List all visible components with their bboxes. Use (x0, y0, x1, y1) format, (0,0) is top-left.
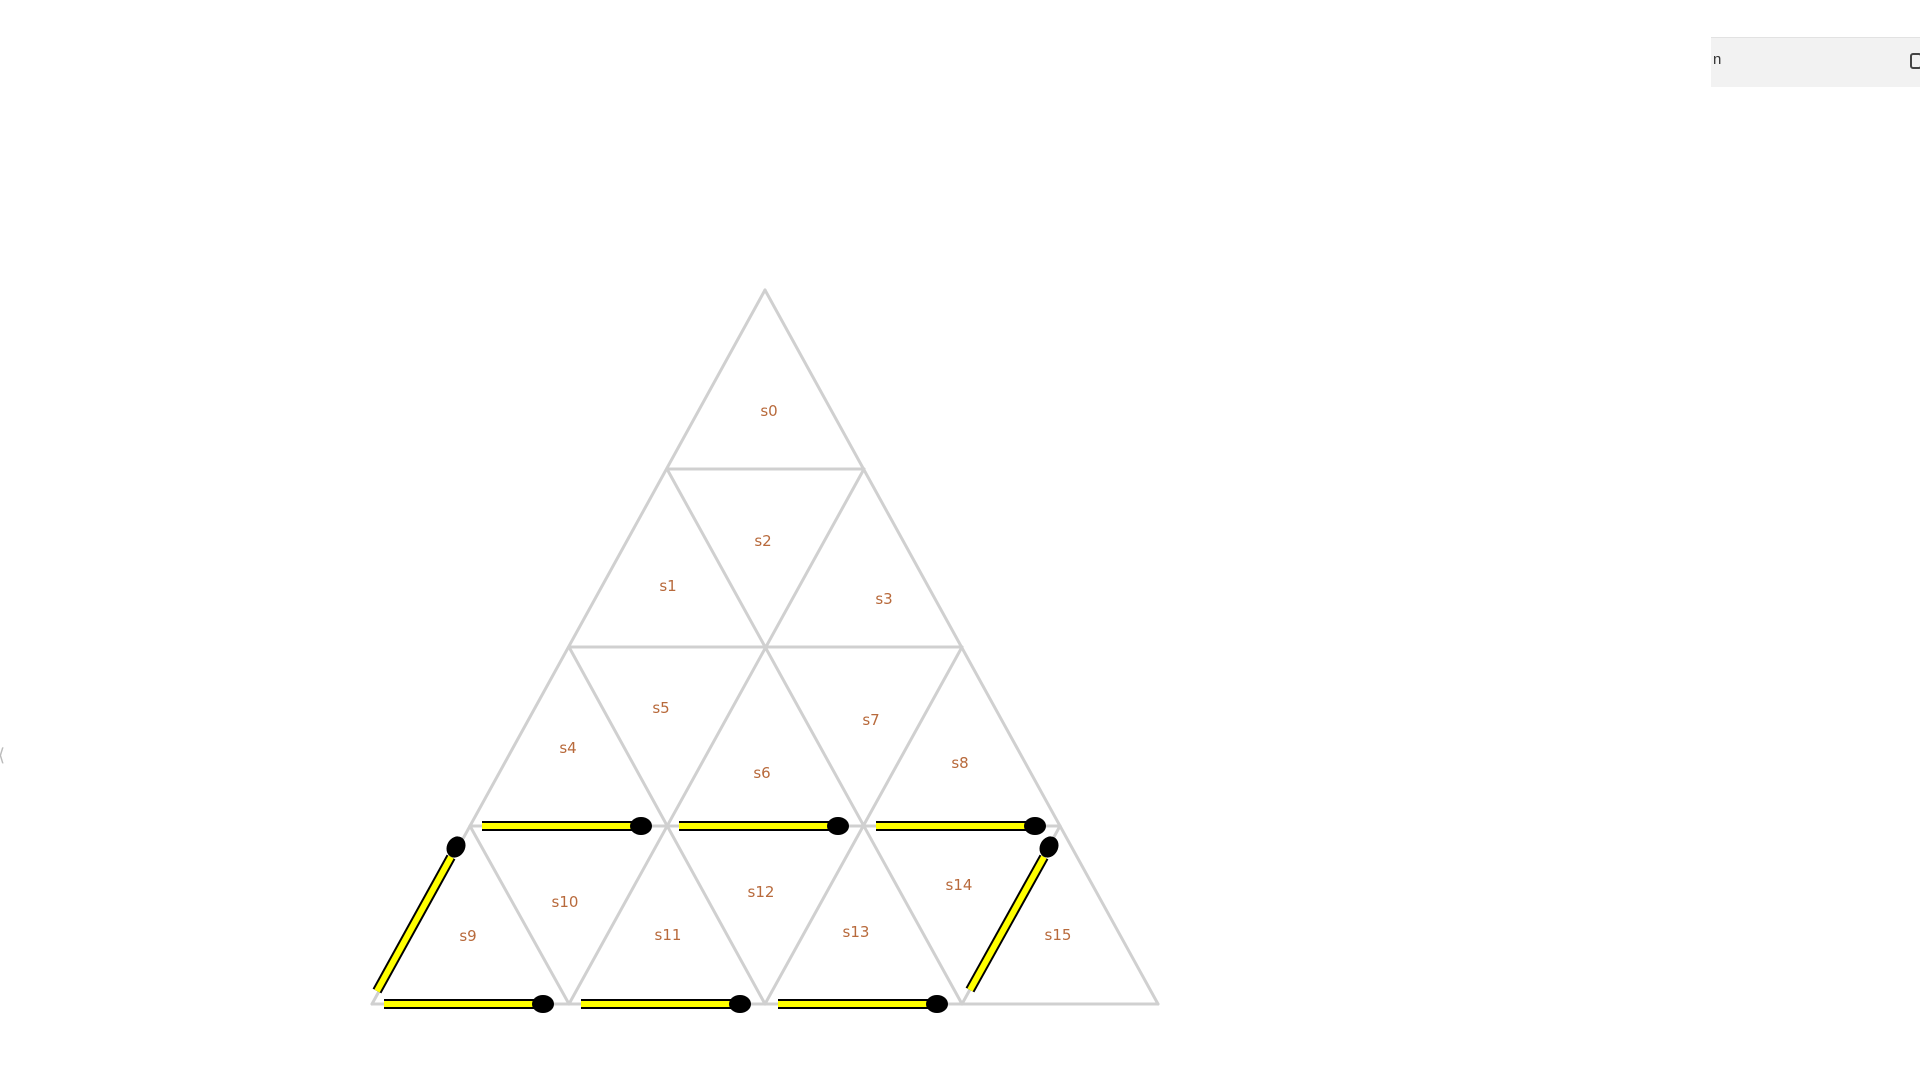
cell-label-s11: s11 (655, 926, 682, 944)
matchstick[interactable] (581, 995, 751, 1013)
grid-line (468, 824, 571, 1006)
grid-line (567, 645, 767, 1006)
cell-label-s1: s1 (659, 577, 676, 595)
matchstick[interactable] (778, 995, 948, 1013)
cell-label-s6: s6 (753, 764, 770, 782)
top-right-bar: n (1711, 37, 1920, 87)
matchsticks (372, 817, 1062, 1013)
cell-label-s4: s4 (559, 739, 576, 757)
cell-label-s12: s12 (748, 883, 775, 901)
cell-label-s15: s15 (1045, 926, 1072, 944)
edge-artifact-icon: ⟨ (0, 745, 5, 766)
matchstick[interactable] (384, 995, 554, 1013)
top-bar-text: n (1713, 51, 1722, 68)
cell-label-s8: s8 (951, 754, 968, 772)
cell-label-s5: s5 (652, 699, 669, 717)
grid-line (665, 467, 964, 1006)
cell-label-s3: s3 (875, 590, 892, 608)
cell-label-s10: s10 (552, 893, 579, 911)
cell-label-s13: s13 (843, 923, 870, 941)
cell-label-s14: s14 (946, 876, 973, 894)
matchstick[interactable] (965, 833, 1062, 993)
cell-label-s2: s2 (754, 532, 771, 550)
cell-label-s7: s7 (862, 711, 879, 729)
matchstick[interactable] (372, 833, 469, 994)
cell-labels: s0 s1 s2 s3 s4 s5 s6 s7 s8 s9 s10 s11 s1… (459, 402, 1071, 945)
matchstick[interactable] (482, 817, 652, 835)
cell-label-s0: s0 (760, 402, 777, 420)
cell-label-s9: s9 (459, 927, 476, 945)
grid-line (567, 467, 866, 1006)
matchstick[interactable] (679, 817, 849, 835)
matchstick[interactable] (876, 817, 1046, 835)
clipboard-icon[interactable] (1910, 53, 1920, 69)
